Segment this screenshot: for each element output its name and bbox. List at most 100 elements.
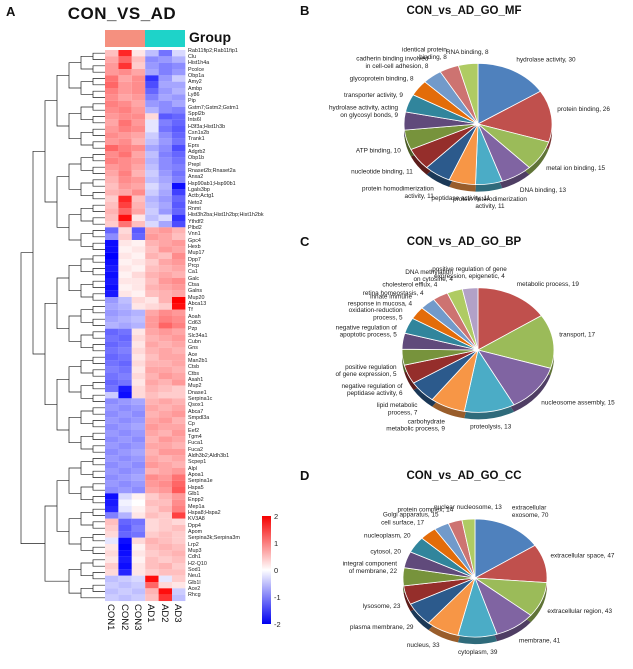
dendrogram-branch [80, 131, 93, 146]
gene-label: Hexb [188, 243, 201, 250]
heatmap-cell [118, 183, 132, 190]
heatmap-cell [145, 537, 159, 545]
heatmap-cell [172, 309, 186, 317]
heatmap-cell [131, 575, 146, 583]
heatmap-cell [172, 563, 186, 570]
heatmap-cell [145, 582, 159, 589]
dendrogram-branch [92, 382, 105, 390]
heatmap-cell [145, 322, 159, 329]
dendrogram-branch [56, 378, 69, 431]
panel-c-letter: C [300, 234, 310, 249]
pie-slice-label: peptidase activity, 11 [431, 195, 490, 202]
heatmap-cell [105, 430, 119, 437]
gene-label: Anxa2 [188, 174, 204, 181]
heatmap-cell [158, 271, 172, 279]
heatmap-cell [131, 468, 146, 475]
dendrogram-branch [68, 366, 81, 393]
gene-label: Tf [188, 307, 193, 314]
heatmap-cell [145, 151, 159, 158]
heatmap-cell [131, 208, 146, 215]
gene-label: Rnmt [188, 205, 201, 212]
dendrogram-branch [80, 511, 93, 526]
heatmap-cell [145, 126, 159, 133]
heatmap-cell [105, 335, 119, 342]
gene-label: Vnn1 [188, 231, 201, 238]
heatmap-cell [105, 75, 119, 82]
heatmap-cell [172, 138, 186, 146]
heatmap-cell [172, 512, 186, 519]
heatmap-cell [172, 62, 186, 70]
heatmap-cell [105, 126, 119, 133]
heatmap-cell [158, 341, 172, 348]
heatmap-cell [131, 145, 146, 152]
gene-label: Hist3h2ba;Hist1h2bp;Hist1h2bk [188, 212, 264, 219]
heatmap-cell [118, 518, 132, 526]
heatmap-cell [145, 246, 159, 253]
heatmap-cell [145, 132, 159, 139]
pie-slice-label: membrane, 41 [519, 638, 561, 645]
heatmap-cell [105, 341, 119, 348]
heatmap-cell [158, 474, 172, 481]
heatmap-cell [145, 588, 159, 595]
heatmap-cell [131, 94, 146, 101]
dendrogram-branch [68, 467, 81, 494]
heatmap-cell [105, 145, 119, 152]
heatmap-cell [118, 113, 132, 120]
dendrogram-branch [92, 534, 105, 542]
panel-a-letter: A [6, 4, 16, 19]
heatmap-cell [145, 499, 159, 507]
heatmap-cell [105, 316, 119, 323]
heatmap-cell [118, 100, 132, 108]
heatmap-cell [145, 544, 159, 551]
heatmap-cell [105, 271, 119, 279]
heatmap-cell [131, 461, 146, 469]
dendrogram-branch [56, 480, 69, 532]
heatmap-cell [131, 88, 146, 95]
heatmap-cell [158, 436, 172, 443]
heatmap-cell [158, 468, 172, 475]
gene-label: Ca1 [188, 269, 198, 276]
heatmap-cell [118, 404, 132, 412]
heatmap-cell [172, 354, 186, 361]
heatmap-cell [145, 88, 159, 95]
gene-label: Apom [188, 528, 203, 535]
gene-label: Fuca1 [188, 440, 203, 447]
dendrogram-branch [92, 508, 105, 516]
heatmap-cell [131, 411, 146, 418]
heatmap-cell [118, 594, 132, 602]
dendrogram-branch [80, 537, 93, 551]
heatmap-cell [158, 322, 172, 329]
heatmap-cell [131, 69, 146, 76]
heatmap-cell [131, 81, 146, 89]
gene-label: Hist1h4a [188, 60, 210, 67]
dendrogram-branch [44, 302, 57, 406]
heatmap-cell [118, 322, 132, 329]
gene-label: Alpl [188, 465, 197, 472]
heatmap-cell [172, 75, 186, 82]
heatmap-cell [118, 195, 132, 203]
heatmap-cell [172, 550, 186, 557]
gene-label: Prepl [188, 161, 201, 168]
heatmap-cell [158, 392, 172, 399]
pie-slice-label: nucleoplasm, 20 [364, 532, 411, 539]
dendrogram-branch [92, 445, 105, 453]
heatmap-cell [118, 341, 132, 348]
heatmap-cell [131, 354, 146, 361]
pie-slice [477, 349, 552, 406]
dendrogram-branch [68, 112, 81, 140]
heatmap-cell [131, 322, 146, 329]
dendrogram-branch [92, 584, 105, 592]
dendrogram-branch [80, 233, 93, 247]
gene-label: Pzp [188, 326, 198, 333]
heatmap-cell [145, 316, 159, 323]
heatmap-cell [131, 265, 146, 272]
pie-slice-label: proteolysis, 13 [470, 424, 512, 431]
heatmap-cell [105, 379, 119, 386]
heatmap-cell [118, 233, 132, 241]
heatmap-cell [145, 335, 159, 342]
heatmap-cell [158, 94, 172, 101]
dendrogram-branch [92, 458, 105, 466]
heatmap-cell [118, 227, 132, 234]
heatmap-cell [158, 537, 172, 545]
heatmap-cell [158, 107, 172, 114]
